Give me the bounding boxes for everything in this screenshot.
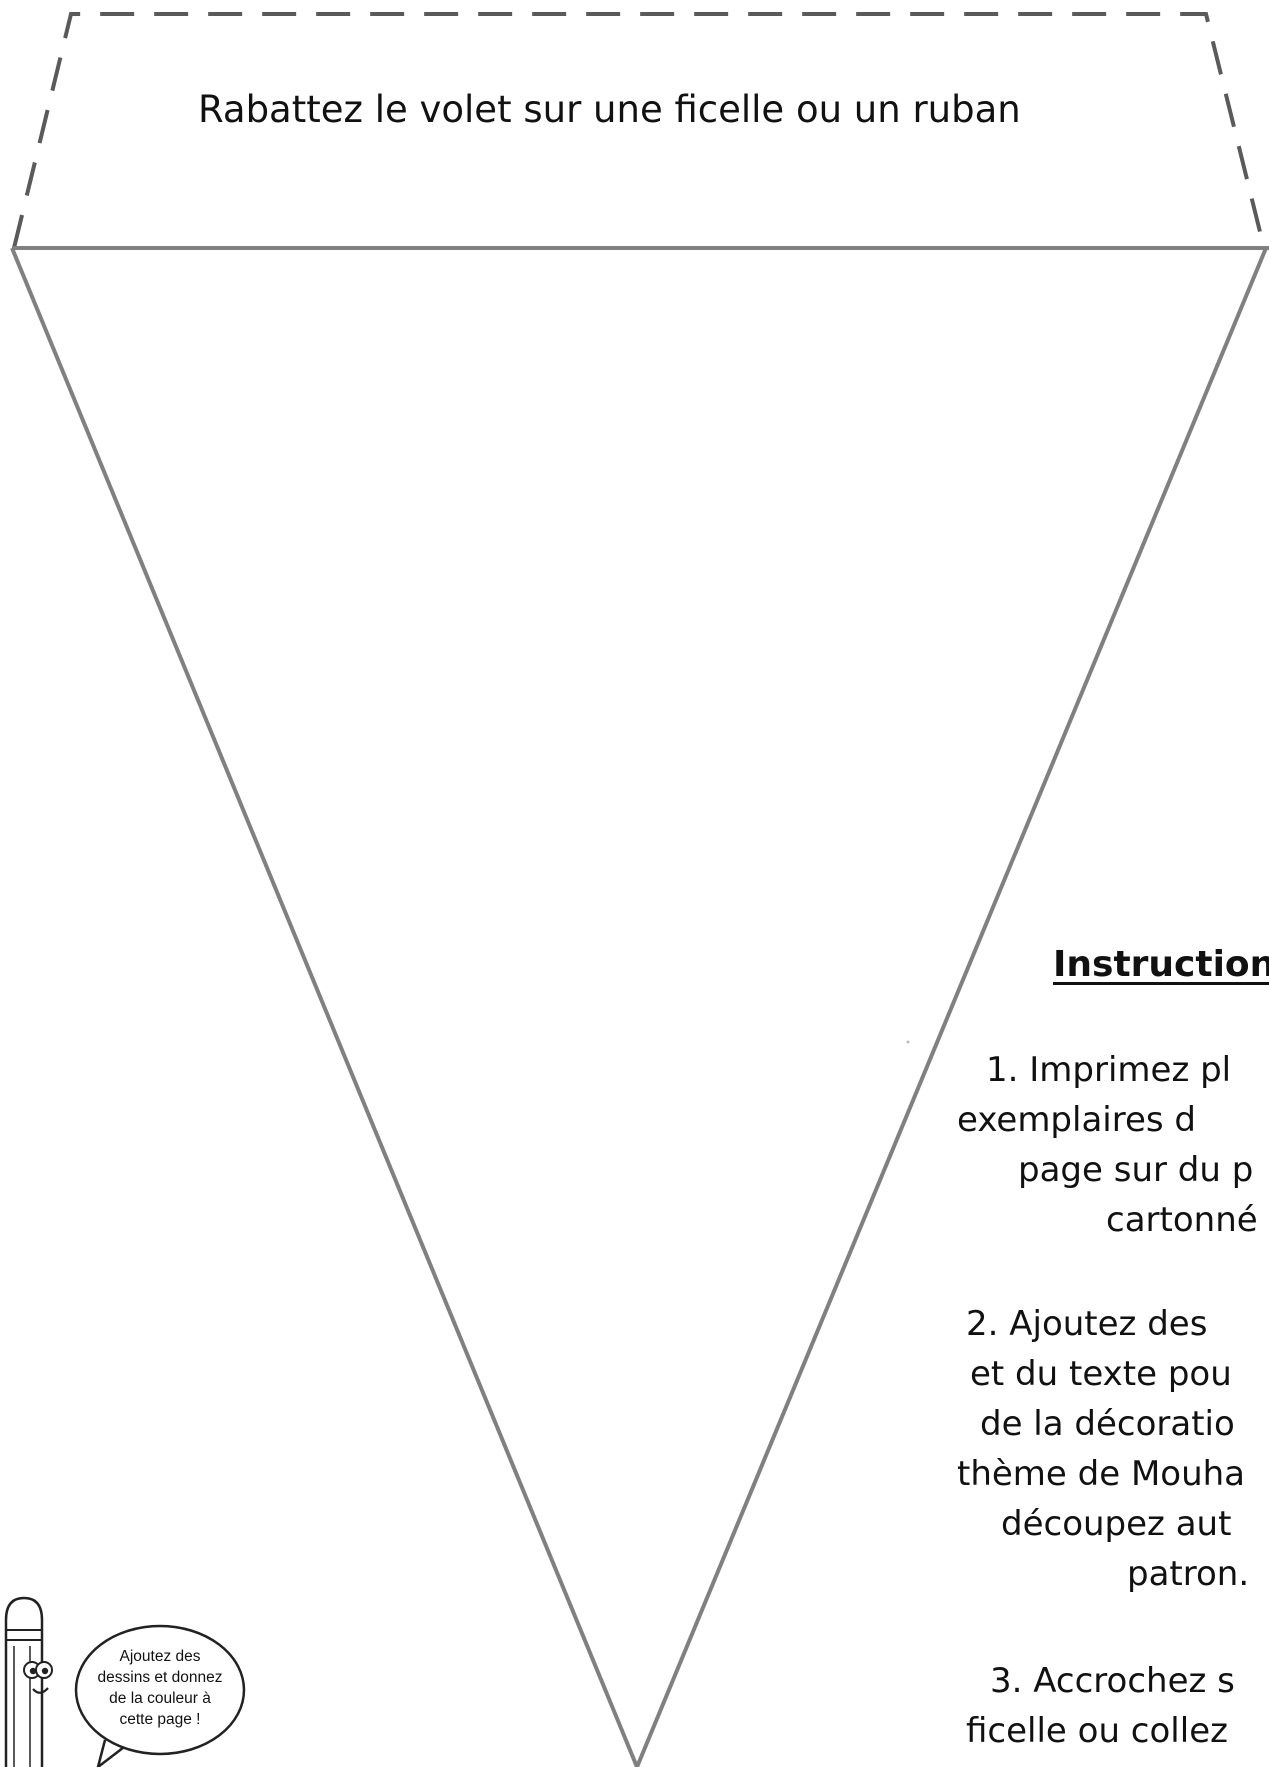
step-1-line: page sur du p xyxy=(1018,1150,1254,1190)
step-2-line: thème de Mouha xyxy=(957,1454,1246,1494)
flap-cut-line xyxy=(12,12,1266,249)
bubble-line: Ajoutez des xyxy=(119,1648,201,1665)
flap-instruction: Rabattez le volet sur une ficelle ou un … xyxy=(198,88,1021,131)
step-2-line: et du texte pou xyxy=(970,1354,1232,1394)
step-1-line: cartonné xyxy=(1106,1200,1258,1240)
step-2-line: de la décoratio xyxy=(980,1404,1235,1444)
pennant-left-edge xyxy=(10,247,639,1767)
instructions-heading: Instruction xyxy=(1053,944,1269,985)
step-3-line: ficelle ou collez xyxy=(966,1711,1228,1751)
step-2-line: 2. Ajoutez des xyxy=(966,1304,1208,1344)
step-2-line: patron. xyxy=(1127,1554,1250,1594)
bubble-text: Ajoutez des dessins et donnez de la coul… xyxy=(76,1646,244,1730)
step-2-line: découpez aut xyxy=(1001,1504,1232,1544)
speech-bubble xyxy=(74,1624,246,1767)
step-3-line: 3. Accrochez s xyxy=(990,1661,1235,1701)
bubble-line: de la couleur à xyxy=(109,1690,211,1707)
bubble-line: dessins et donnez xyxy=(97,1669,223,1686)
pencil-mascot-icon xyxy=(4,1596,53,1767)
pennant-right-edge xyxy=(635,247,1268,1767)
step-1-line: 1. Imprimez pl xyxy=(986,1050,1232,1090)
bubble-line: cette page ! xyxy=(119,1711,201,1728)
step-1-line: exemplaires d xyxy=(957,1100,1196,1140)
